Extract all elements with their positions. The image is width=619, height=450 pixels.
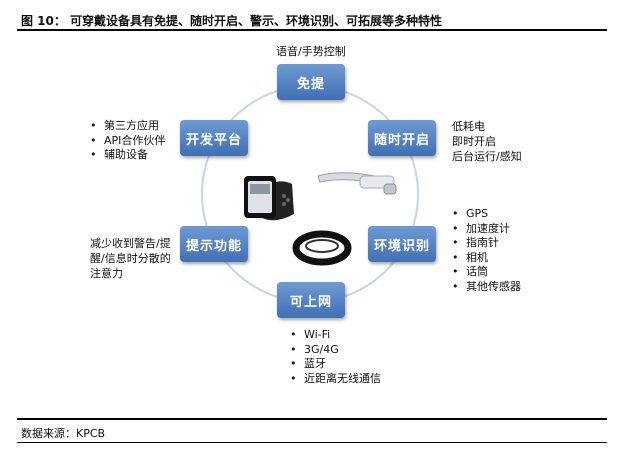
smart-glasses-image <box>317 172 397 195</box>
alert-note: 注意力 <box>90 267 123 280</box>
list-item: 其他传感器 <box>452 280 521 295</box>
always-on-notes: 低耗电 即时开启 后台运行/感知 <box>452 119 522 164</box>
list-item: 辅助设备 <box>90 148 165 163</box>
bottom-rule <box>17 418 607 420</box>
node-always-on: 随时开启 <box>368 120 436 156</box>
figure-title-bar: 图 10： 可穿戴设备具有免提、随时开启、警示、环境识别、可拓展等多种特性 <box>17 6 605 30</box>
platform-bullet-list: 第三方应用 API合作伙伴 辅助设备 <box>90 119 165 163</box>
node-environment-recognition: 环境识别 <box>368 226 436 262</box>
list-item: 加速度计 <box>452 222 521 237</box>
footer-rule <box>17 442 607 443</box>
list-item: Wi-Fi <box>290 328 381 343</box>
alert-notes: 减少收到警告/提 醒/信息时分散的 注意力 <box>90 236 171 281</box>
alert-note: 醒/信息时分散的 <box>90 252 171 265</box>
connectivity-bullet-list: Wi-Fi 3G/4G 蓝牙 近距离无线通信 <box>290 328 381 386</box>
list-item: 话筒 <box>452 265 521 280</box>
list-item: 近距离无线通信 <box>290 372 381 387</box>
list-item: 指南针 <box>452 236 521 251</box>
always-on-note: 低耗电 <box>452 120 485 133</box>
list-item: 相机 <box>452 251 521 266</box>
fitness-band-image <box>292 230 352 266</box>
figure-title: 图 10： 可穿戴设备具有免提、随时开启、警示、环境识别、可拓展等多种特性 <box>21 14 443 28</box>
data-source: 数据来源：KPCB <box>21 427 106 440</box>
smartwatch-image <box>244 176 294 221</box>
node-connectivity: 可上网 <box>277 282 345 318</box>
always-on-note: 后台运行/感知 <box>452 150 522 163</box>
list-item: 第三方应用 <box>90 119 165 134</box>
node-hands-free: 免提 <box>277 64 345 100</box>
list-item: API合作伙伴 <box>90 134 165 149</box>
top-rule <box>17 29 607 31</box>
node-alert-function: 提示功能 <box>180 226 248 262</box>
environment-bullet-list: GPS 加速度计 指南针 相机 话筒 其他传感器 <box>452 207 521 294</box>
alert-note: 减少收到警告/提 <box>90 237 171 250</box>
list-item: 3G/4G <box>290 343 381 358</box>
always-on-note: 即时开启 <box>452 135 496 148</box>
hands-free-note: 语音/手势控制 <box>276 45 346 58</box>
list-item: GPS <box>452 207 521 222</box>
node-dev-platform: 开发平台 <box>180 120 248 156</box>
list-item: 蓝牙 <box>290 357 381 372</box>
